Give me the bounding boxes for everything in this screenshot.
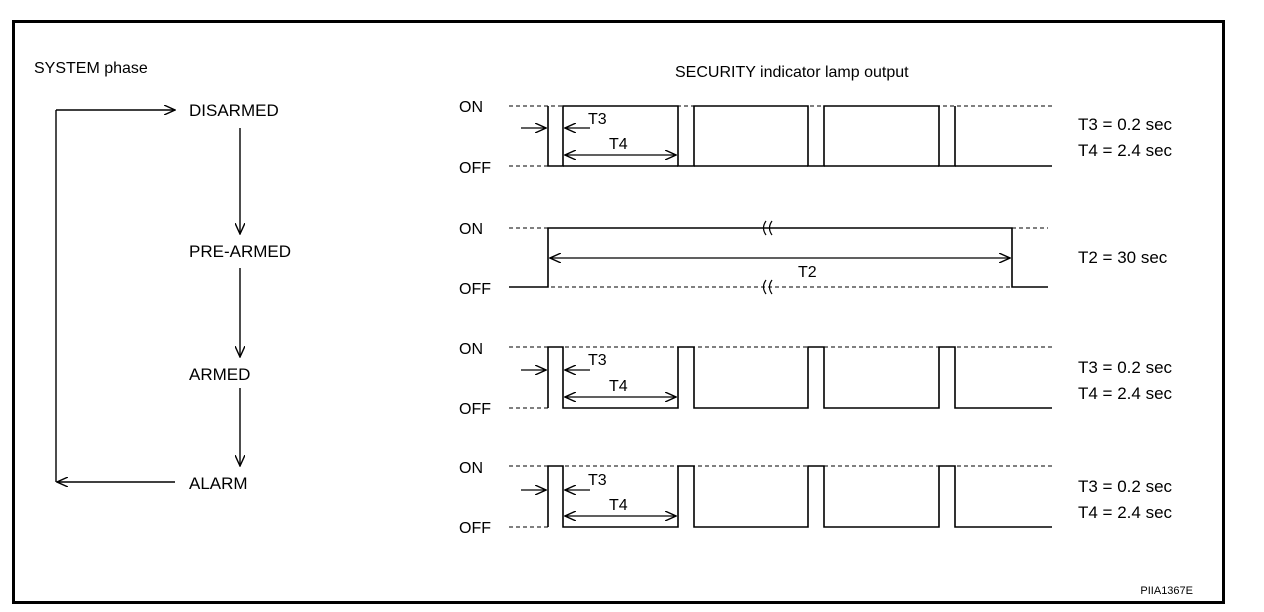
t2-spec: T2 = 30 sec — [1078, 248, 1168, 267]
t4-annotation: T4 — [609, 378, 628, 395]
on-level-label: ON — [459, 221, 483, 238]
on-level-label: ON — [459, 341, 483, 358]
t4-spec: T4 = 2.4 sec — [1078, 141, 1173, 160]
timing-row-pre-armed: ON OFF T2 T2 = 30 sec — [459, 220, 1168, 298]
timing-row-disarmed: ON OFF T3 T4 T3 = 0.2 sec T4 = 2.4 sec — [459, 99, 1173, 177]
off-level-label: OFF — [459, 520, 491, 537]
on-level-label: ON — [459, 99, 483, 116]
t3-spec: T3 = 0.2 sec — [1078, 115, 1173, 134]
diagram-frame — [12, 20, 1225, 604]
figure-code: PIIA1367E — [1140, 585, 1193, 597]
lamp-output-title: SECURITY indicator lamp output — [675, 64, 909, 81]
off-level-label: OFF — [459, 160, 491, 177]
lamp-waveform — [547, 346, 1052, 409]
off-level-label: OFF — [459, 401, 491, 418]
t3-spec: T3 = 0.2 sec — [1078, 477, 1173, 496]
t3-annotation: T3 — [588, 111, 607, 128]
t4-spec: T4 = 2.4 sec — [1078, 503, 1173, 522]
alarm-return-loop-arrow — [55, 110, 175, 482]
phase-armed-label: ARMED — [189, 365, 250, 384]
phase-disarmed-label: DISARMED — [189, 101, 279, 120]
lamp-waveform — [547, 465, 1052, 528]
t3-annotation: T3 — [588, 352, 607, 369]
phase-pre-armed-label: PRE-ARMED — [189, 242, 291, 261]
phase-alarm-label: ALARM — [189, 474, 248, 493]
t4-annotation: T4 — [609, 497, 628, 514]
lamp-waveform — [547, 105, 956, 167]
timing-row-alarm: ON OFF T3 T4 T3 = 0.2 sec T4 = 2.4 sec — [459, 460, 1173, 537]
t3-spec: T3 = 0.2 sec — [1078, 358, 1173, 377]
time-break-symbol — [762, 220, 773, 295]
t3-annotation: T3 — [588, 472, 607, 489]
on-level-label: ON — [459, 460, 483, 477]
lamp-waveform — [509, 227, 1048, 288]
t2-annotation: T2 — [798, 264, 817, 281]
off-level-label: OFF — [459, 281, 491, 298]
timing-row-armed: ON OFF T3 T4 T3 = 0.2 sec T4 = 2.4 sec — [459, 341, 1173, 418]
t4-annotation: T4 — [609, 136, 628, 153]
system-phase-title: SYSTEM phase — [34, 60, 148, 77]
t4-spec: T4 = 2.4 sec — [1078, 384, 1173, 403]
